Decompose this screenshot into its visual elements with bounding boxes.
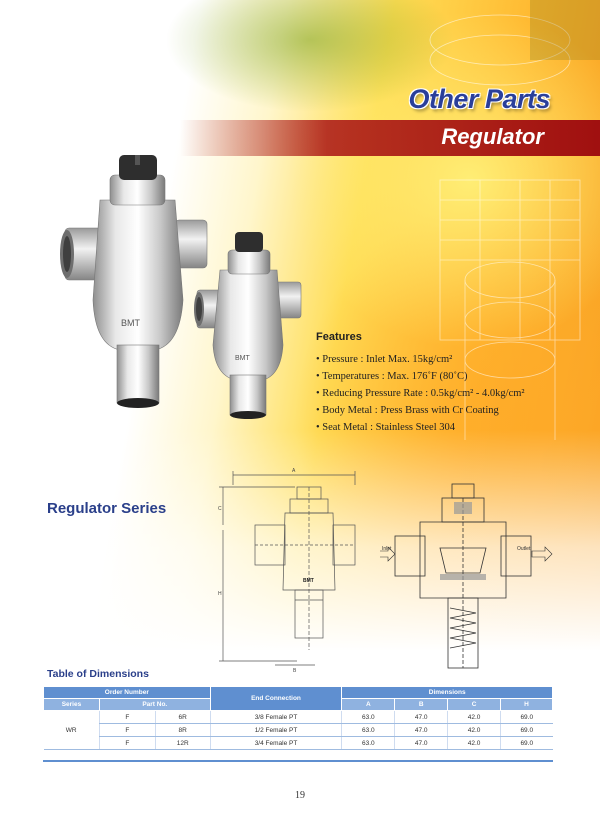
cell-part: 6R [154, 710, 211, 724]
dimensions-table: Order Number End Connection Dimensions S… [43, 686, 553, 750]
cell-h: 69.0 [500, 710, 553, 724]
section-subtitle: Regulator [441, 124, 544, 149]
features-heading: Features [316, 331, 362, 343]
regulator-large: BMT [60, 155, 208, 408]
cell-h: 69.0 [500, 736, 553, 750]
feature-temperature: • Temperatures : Max. 176˚F (80˚C) [316, 371, 468, 382]
cell-b: 47.0 [394, 710, 448, 724]
page-number: 19 [295, 790, 305, 801]
header-dimensions: Dimensions [341, 686, 553, 699]
dim-h-label: H [218, 591, 222, 597]
cell-a: 63.0 [341, 723, 395, 737]
dim-b-label: B [293, 668, 297, 674]
background-fade [0, 430, 600, 690]
cell-part: 12R [154, 736, 211, 750]
feature-seat-metal: • Seat Metal : Stainless Steel 304 [316, 422, 455, 433]
dim-c-label: C [218, 506, 222, 512]
svg-text:BMT: BMT [235, 355, 251, 362]
header-b: B [394, 698, 449, 711]
regulator-small: BMT [194, 232, 302, 419]
regulator-product-image: BMT BMT [60, 155, 302, 419]
table-row: F 8R 1/2 Female PT 63.0 47.0 42.0 69.0 [44, 723, 553, 737]
cell-b: 47.0 [394, 736, 448, 750]
cell-connection: 1/2 Female PT [209, 723, 342, 737]
subtitle-band [180, 120, 600, 156]
cell-type: F [98, 736, 156, 750]
table-row: WR F 6R 3/8 Female PT 63.0 47.0 42.0 69.… [43, 710, 553, 750]
cell-part: 8R [154, 723, 211, 737]
section-drawing: Inlet Outlet [380, 483, 553, 669]
outlet-label: Outlet [517, 546, 531, 552]
cell-type: F [98, 710, 156, 724]
svg-text:BMT: BMT [121, 318, 141, 328]
section-title: Other Parts [408, 84, 550, 114]
drawing-brand-label: BMT [303, 578, 314, 584]
feature-body-metal: • Body Metal : Press Brass with Cr Coati… [316, 405, 499, 416]
inlet-label: Inlet [382, 546, 392, 552]
cell-c: 42.0 [447, 710, 501, 724]
cell-connection: 3/8 Female PT [209, 710, 342, 724]
cell-connection: 3/4 Female PT [209, 736, 342, 750]
table-bottom-rule [43, 760, 553, 762]
header-h: H [500, 698, 553, 711]
dimension-drawing: A C H B BMT [218, 468, 356, 674]
table-row: F 12R 3/4 Female PT 63.0 47.0 42.0 69.0 [44, 736, 553, 750]
wireframe-decoration [429, 0, 600, 440]
dim-a-label: A [292, 468, 296, 474]
features-block: Features • Pressure : Inlet Max. 15kg/cm… [316, 331, 586, 436]
header-series: Series [43, 698, 100, 711]
cell-b: 47.0 [394, 723, 448, 737]
cell-h: 69.0 [500, 723, 553, 737]
header-a: A [341, 698, 396, 711]
table-title: Table of Dimensions [47, 668, 149, 680]
cell-a: 63.0 [341, 736, 395, 750]
feature-pressure: • Pressure : Inlet Max. 15kg/cm² [316, 354, 453, 365]
header-c: C [447, 698, 502, 711]
header-end-connection: End Connection [209, 686, 343, 711]
cell-c: 42.0 [447, 736, 501, 750]
cell-c: 42.0 [447, 723, 501, 737]
cell-type: F [98, 723, 156, 737]
header-order-number: Order Number [43, 686, 211, 699]
series-heading: Regulator Series [47, 500, 167, 517]
header-part-no: Part No. [98, 698, 211, 711]
cell-a: 63.0 [341, 710, 395, 724]
background-green-glow [130, 0, 460, 120]
feature-reducing-pressure: • Reducing Pressure Rate : 0.5kg/cm² - 4… [316, 388, 525, 399]
cell-series: WR [43, 710, 100, 750]
